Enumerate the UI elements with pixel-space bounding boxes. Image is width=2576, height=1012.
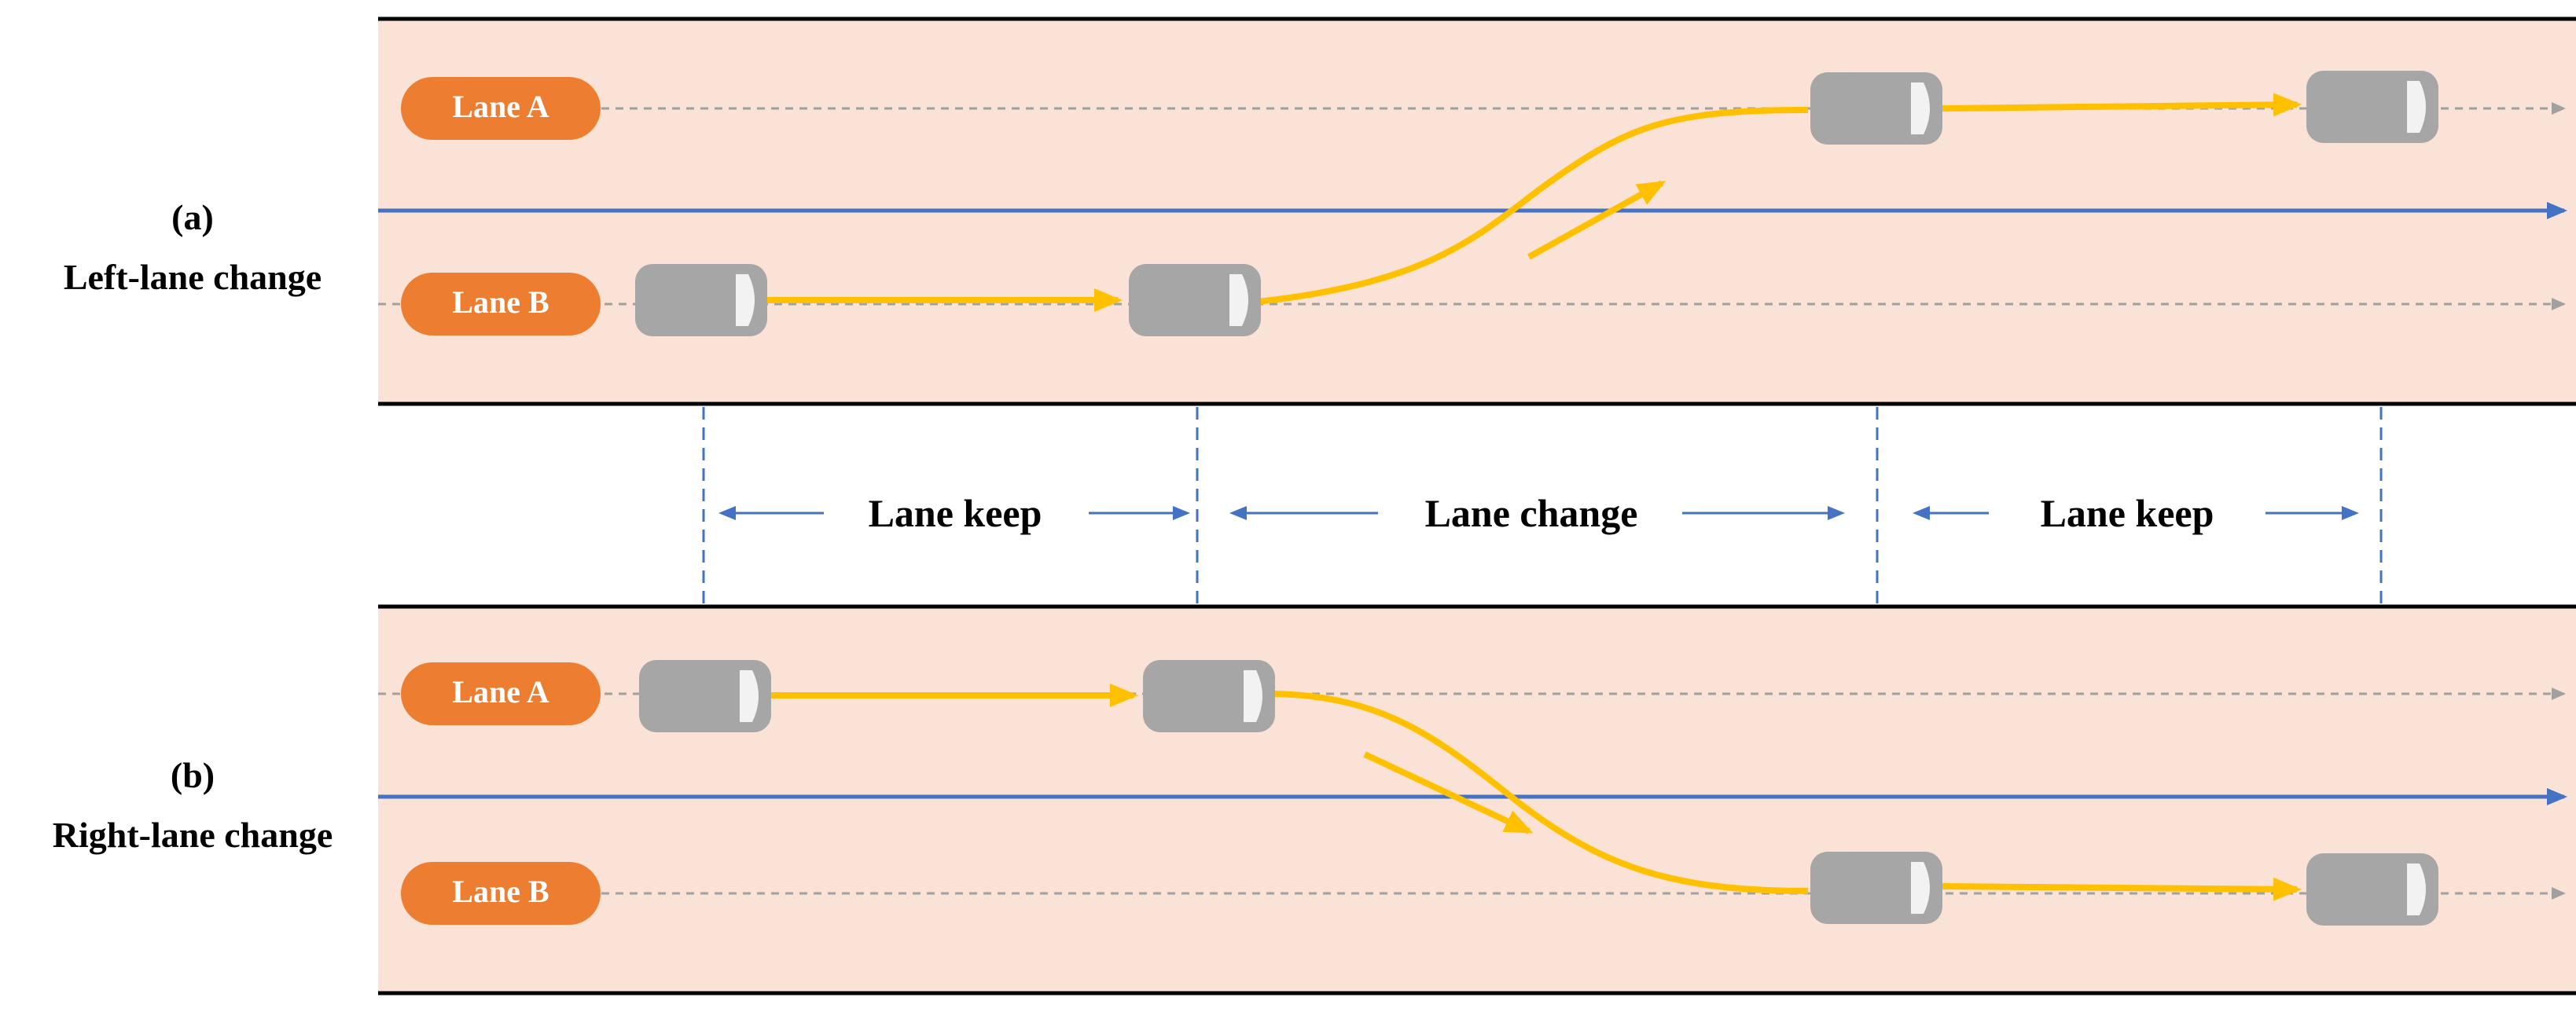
svg-text:Lane A: Lane A xyxy=(452,89,549,124)
svg-text:Lane A: Lane A xyxy=(452,674,549,710)
vehicle-b-3 xyxy=(1810,852,1942,924)
svg-text:Lane B: Lane B xyxy=(452,874,549,909)
phase-2-label: Lane change xyxy=(1425,491,1638,535)
lane-label-a-bottom: Lane B xyxy=(401,273,601,336)
panel-a-title: Left-lane change xyxy=(64,257,322,297)
trajectory-a-change xyxy=(1257,107,1809,305)
vehicle-a-4 xyxy=(2306,71,2438,143)
direction-arrow-b xyxy=(1363,751,1534,834)
lane-label-a-top: Lane A xyxy=(401,77,601,140)
panel-b: Lane A Lane B xyxy=(378,604,2576,996)
trajectory-b-change xyxy=(1271,691,1809,894)
panel-a: Lane A Lane B xyxy=(378,16,2576,406)
vehicle-b-4 xyxy=(2306,853,2438,926)
vehicle-b-1 xyxy=(639,660,771,732)
lane-label-b-top: Lane A xyxy=(401,662,601,725)
lane-label-b-bottom: Lane B xyxy=(401,862,601,925)
panel-b-letter: (b) xyxy=(171,755,215,795)
phase-3-label: Lane keep xyxy=(2041,491,2214,535)
phase-band: Lane keep Lane change Lane keep xyxy=(702,407,2383,605)
panel-b-title: Right-lane change xyxy=(53,815,333,855)
vehicle-b-2 xyxy=(1143,660,1275,732)
vehicle-a-1 xyxy=(635,264,767,336)
trajectory-a-keep-2 xyxy=(1941,93,2302,117)
direction-arrow-a xyxy=(1527,180,1666,260)
svg-text:Lane B: Lane B xyxy=(452,284,549,320)
trajectory-b-keep-2 xyxy=(1941,877,2302,901)
vehicle-a-2 xyxy=(1129,264,1261,336)
panel-a-letter: (a) xyxy=(171,197,214,237)
phase-1-label: Lane keep xyxy=(869,491,1042,535)
vehicle-a-3 xyxy=(1810,72,1942,145)
